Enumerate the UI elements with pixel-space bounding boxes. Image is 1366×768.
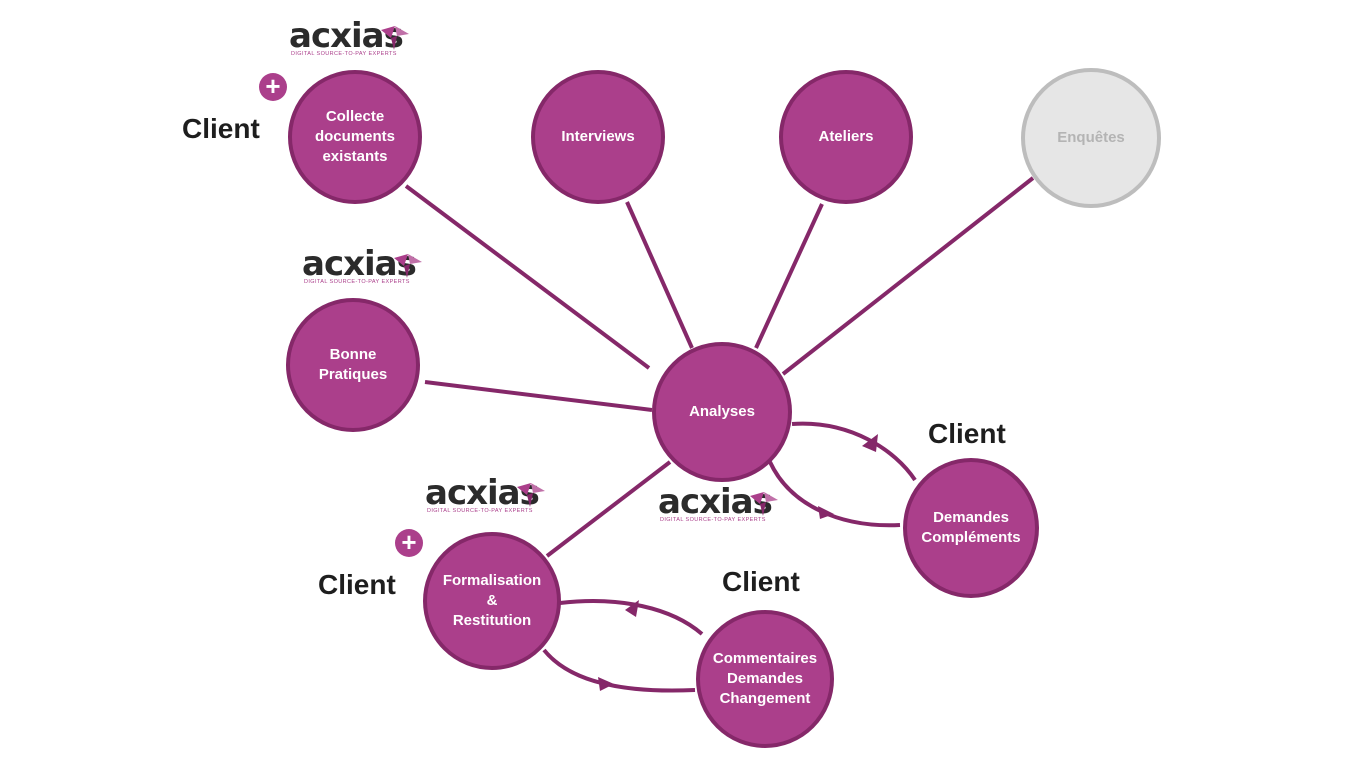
node-demandes-label-2: Compléments (921, 529, 1021, 546)
node-demandes-label-1: Demandes (933, 509, 1009, 526)
node-commentaires-label-2: Demandes (727, 670, 803, 687)
logo-wordmark: acxias (658, 482, 773, 522)
logo-wordmark: acxias (302, 244, 417, 284)
node-commentaires-label-3: Changement (719, 690, 811, 707)
node-enquetes: Enquêtes (1021, 68, 1161, 208)
client-label-formalisation: Client (318, 569, 396, 600)
logo-mark-icon (381, 26, 409, 50)
logo-tagline: DIGITAL SOURCE-TO-PAY EXPERTS (427, 508, 533, 514)
node-collecte: Collecte documents existants (288, 70, 422, 204)
acxias-logo: acxias DIGITAL SOURCE-TO-PAY EXPERTS (425, 473, 549, 515)
client-label-commentaires: Client (722, 566, 800, 597)
client-label-demandes: Client (928, 418, 1006, 449)
logo-mark-icon (750, 492, 778, 516)
node-analyses: Analyses (652, 342, 792, 482)
node-formalisation-label-2: & (486, 592, 498, 609)
logo-wordmark: acxias (425, 473, 540, 513)
logo-mark-icon (517, 483, 545, 507)
node-formalisation-label-3: Restitution (452, 612, 532, 629)
logo-tagline: DIGITAL SOURCE-TO-PAY EXPERTS (660, 517, 766, 523)
node-commentaires-label-1: Commentaires (712, 650, 818, 667)
logo-tagline: DIGITAL SOURCE-TO-PAY EXPERTS (291, 51, 397, 57)
node-interviews-label: Interviews (561, 128, 635, 145)
node-collecte-label-1: Collecte (325, 108, 385, 125)
logo-wordmark: acxias (289, 16, 404, 56)
node-collecte-label-3: existants (322, 148, 388, 165)
plus-icon: + (259, 73, 287, 101)
client-label-collecte: Client (182, 113, 260, 144)
node-enquetes-label: Enquêtes (1057, 129, 1125, 146)
node-analyses-label: Analyses (689, 403, 755, 420)
acxias-logo: acxias DIGITAL SOURCE-TO-PAY EXPERTS (289, 16, 413, 58)
node-interviews: Interviews (531, 70, 665, 204)
node-ateliers: Ateliers (779, 70, 913, 204)
node-ateliers-label: Ateliers (818, 128, 874, 145)
acxias-logo: acxias DIGITAL SOURCE-TO-PAY EXPERTS (302, 244, 426, 286)
logo-tagline: DIGITAL SOURCE-TO-PAY EXPERTS (304, 279, 410, 285)
node-collecte-label-2: documents (314, 128, 395, 145)
node-bonnes-label-1: Bonne (329, 346, 377, 363)
plus-icon: + (395, 529, 423, 557)
node-formalisation: Formalisation & Restitution (423, 532, 561, 670)
node-bonnes-label-2: Pratiques (318, 366, 388, 383)
node-formalisation-label-1: Formalisation (442, 572, 542, 589)
acxias-logo: acxias DIGITAL SOURCE-TO-PAY EXPERTS (658, 482, 782, 524)
logo-mark-icon (394, 254, 422, 278)
